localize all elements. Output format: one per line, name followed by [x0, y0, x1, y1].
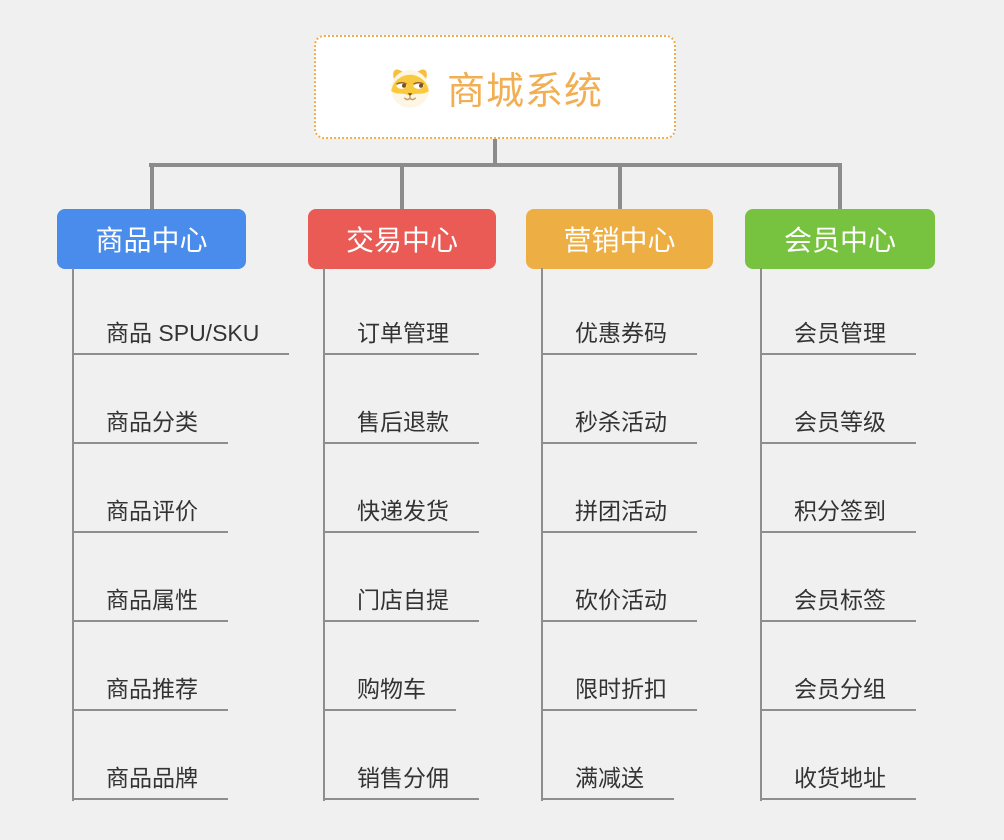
branch-node-label: 营销中心 [563, 225, 676, 256]
leaf-item-trade-center-6[interactable]: 销售分佣 [323, 765, 479, 800]
connector-trunk-member-center [760, 268, 762, 801]
leaf-item-marketing-center-5[interactable]: 限时折扣 [541, 676, 697, 711]
leaf-item-member-center-5[interactable]: 会员分组 [760, 676, 916, 711]
connector-drop-product-center [150, 163, 154, 210]
root-node[interactable]: 商城系统 [314, 35, 676, 139]
connector-drop-marketing-center [618, 163, 622, 210]
leaf-item-trade-center-1[interactable]: 订单管理 [323, 320, 479, 355]
branch-node-label: 会员中心 [783, 225, 896, 256]
connector-trunk-product-center [72, 268, 74, 801]
leaf-item-product-center-5[interactable]: 商品推荐 [72, 676, 228, 711]
leaf-item-marketing-center-6[interactable]: 满减送 [541, 765, 674, 800]
leaf-item-marketing-center-2[interactable]: 秒杀活动 [541, 409, 697, 444]
leaf-item-product-center-6[interactable]: 商品品牌 [72, 765, 228, 800]
connector-horizontal [149, 163, 842, 167]
leaf-item-marketing-center-1[interactable]: 优惠券码 [541, 320, 697, 355]
leaf-item-member-center-6[interactable]: 收货地址 [760, 765, 916, 800]
leaf-item-trade-center-2[interactable]: 售后退款 [323, 409, 479, 444]
connector-trunk-trade-center [323, 268, 325, 801]
leaf-item-trade-center-5[interactable]: 购物车 [323, 676, 456, 711]
leaf-item-marketing-center-3[interactable]: 拼团活动 [541, 498, 697, 533]
connector-drop-trade-center [400, 163, 404, 210]
connector-trunk-marketing-center [541, 268, 543, 801]
branch-node-marketing-center[interactable]: 营销中心 [526, 209, 713, 269]
branch-node-trade-center[interactable]: 交易中心 [308, 209, 496, 269]
dog-face-icon [387, 65, 433, 109]
connector-drop-member-center [838, 163, 842, 210]
leaf-item-marketing-center-4[interactable]: 砍价活动 [541, 587, 697, 622]
branch-node-product-center[interactable]: 商品中心 [57, 209, 246, 269]
branch-node-label: 交易中心 [345, 225, 458, 256]
leaf-item-product-center-2[interactable]: 商品分类 [72, 409, 228, 444]
branch-node-member-center[interactable]: 会员中心 [745, 209, 935, 269]
branch-node-label: 商品中心 [95, 225, 208, 256]
leaf-item-product-center-1[interactable]: 商品 SPU/SKU [72, 320, 290, 355]
leaf-item-member-center-4[interactable]: 会员标签 [760, 587, 916, 622]
leaf-item-member-center-3[interactable]: 积分签到 [760, 498, 916, 533]
leaf-item-trade-center-3[interactable]: 快递发货 [323, 498, 479, 533]
leaf-item-product-center-3[interactable]: 商品评价 [72, 498, 228, 533]
leaf-item-product-center-4[interactable]: 商品属性 [72, 587, 228, 622]
connector-root-vertical [493, 139, 497, 167]
root-node-title: 商城系统 [446, 70, 603, 113]
leaf-item-member-center-2[interactable]: 会员等级 [760, 409, 916, 444]
leaf-item-trade-center-4[interactable]: 门店自提 [323, 587, 479, 622]
leaf-item-member-center-1[interactable]: 会员管理 [760, 320, 916, 355]
